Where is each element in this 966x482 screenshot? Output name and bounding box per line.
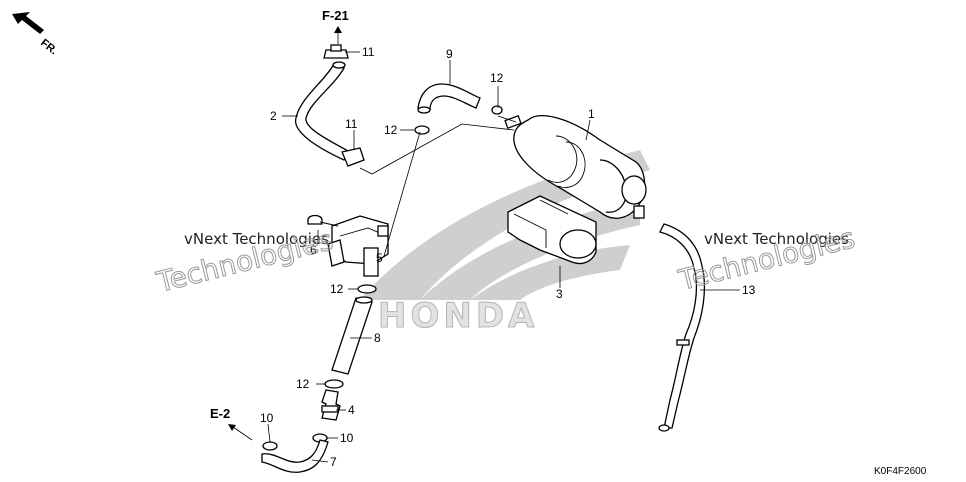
callout-10-b: 10 [340,431,354,445]
leader-lines [267,51,740,463]
reference-e2: E-2 [210,406,253,441]
watermark-right: vNext Technologies Technologies [674,221,858,298]
part-1-canister [497,115,647,219]
honda-logo-text: HONDA [378,296,538,336]
connection-lines [359,123,515,257]
callout-4: 4 [348,403,355,417]
callout-3: 3 [556,287,563,301]
part-9-hose [417,83,481,114]
callout-2: 2 [270,109,277,123]
part-11-clip-top [323,44,349,59]
callout-11-lower: 11 [345,117,358,131]
part-4-fitting [321,389,341,421]
part-11-clip-lower [341,147,365,167]
watermark-left: vNext Technologies Technologies [152,223,336,300]
reference-f21: F-21 [322,8,349,44]
callout-10-a: 10 [260,411,274,425]
part-13-hose [658,223,706,432]
reference-e2-arrow-icon [228,424,236,431]
part-2-hose [295,61,351,161]
part-8-tube [331,296,373,375]
part-7-hose [261,439,329,473]
callout-8: 8 [374,331,381,345]
front-direction-label: FR. [38,37,59,57]
callout-11-top: 11 [362,45,375,59]
callout-9: 9 [446,47,453,61]
reference-f21-arrow-icon [334,26,342,33]
part-6-bolt [307,214,339,227]
watermark-right-line1: vNext Technologies [704,230,849,248]
callout-6: 6 [310,243,317,257]
part-10-clamp-a [262,441,278,451]
reference-f21-label: F-21 [322,8,349,23]
callout-labels: 11 2 11 9 12 12 1 6 5 3 13 12 8 12 4 10 … [260,45,756,469]
part-12-clamp-c [357,284,377,294]
part-12-clamp-b [414,125,430,135]
front-direction-indicator: FR. [12,12,60,57]
part-12-clamp-a [491,105,503,115]
callout-13: 13 [742,283,756,297]
front-arrow-icon [12,12,44,34]
callout-12-d: 12 [296,377,310,391]
watermark-left-line1: vNext Technologies [184,230,329,248]
callout-12-b: 12 [384,123,398,137]
part-12-clamp-d [324,379,344,389]
part-3-bracket [507,195,597,265]
callout-5: 5 [376,251,383,265]
reference-e2-label: E-2 [210,406,230,421]
callout-1: 1 [588,107,595,121]
callout-12-c: 12 [330,282,344,296]
callout-7: 7 [330,455,337,469]
part-5-solenoid-valve [327,215,389,277]
callout-12-a: 12 [490,71,504,85]
diagram-code: K0F4F2600 [874,466,927,477]
